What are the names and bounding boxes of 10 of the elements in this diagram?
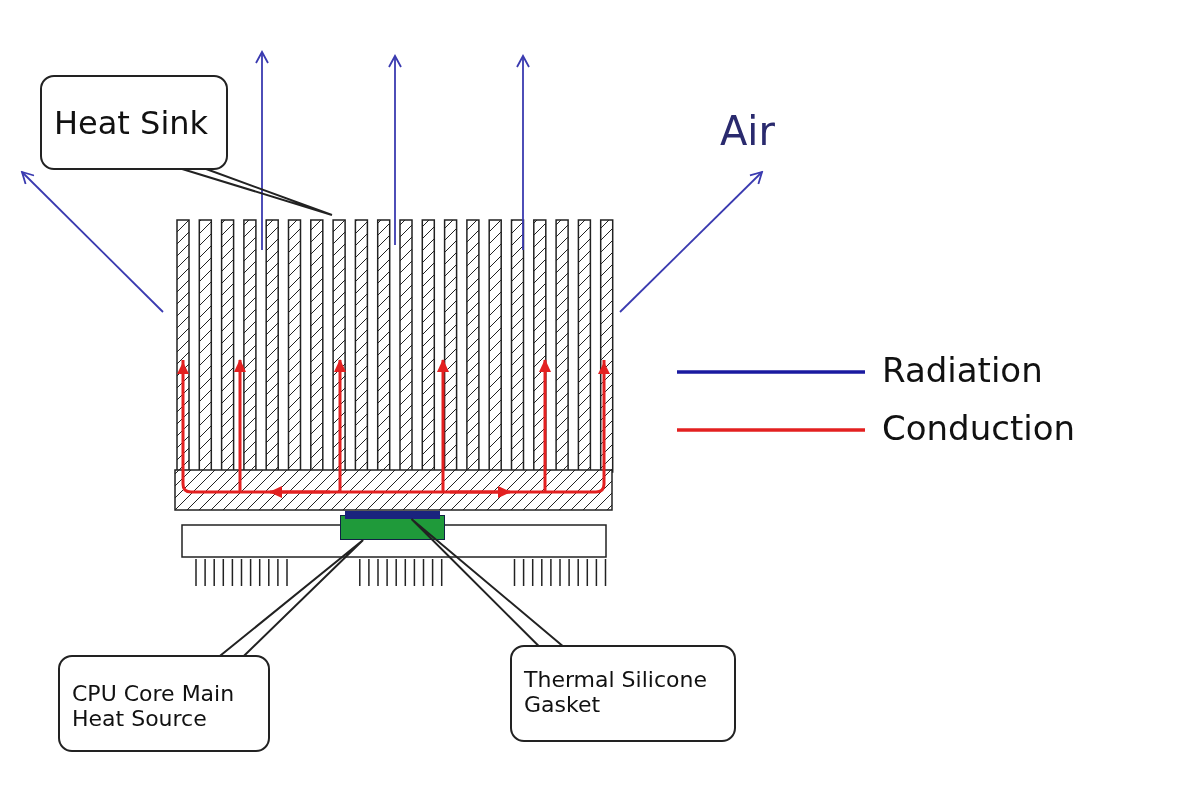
callout-box: Thermal Silicone Gasket xyxy=(510,645,736,742)
leader-line xyxy=(410,518,564,647)
leader-line xyxy=(181,168,333,216)
callout-box: CPU Core Main Heat Source xyxy=(58,655,270,752)
callout-box: Heat Sink xyxy=(40,75,228,170)
leader-line xyxy=(218,539,365,657)
text-label: Air xyxy=(720,108,775,154)
legend-label: Conduction xyxy=(882,408,1076,448)
legend-label: Radiation xyxy=(882,350,1043,390)
gasket-strip xyxy=(345,511,440,519)
